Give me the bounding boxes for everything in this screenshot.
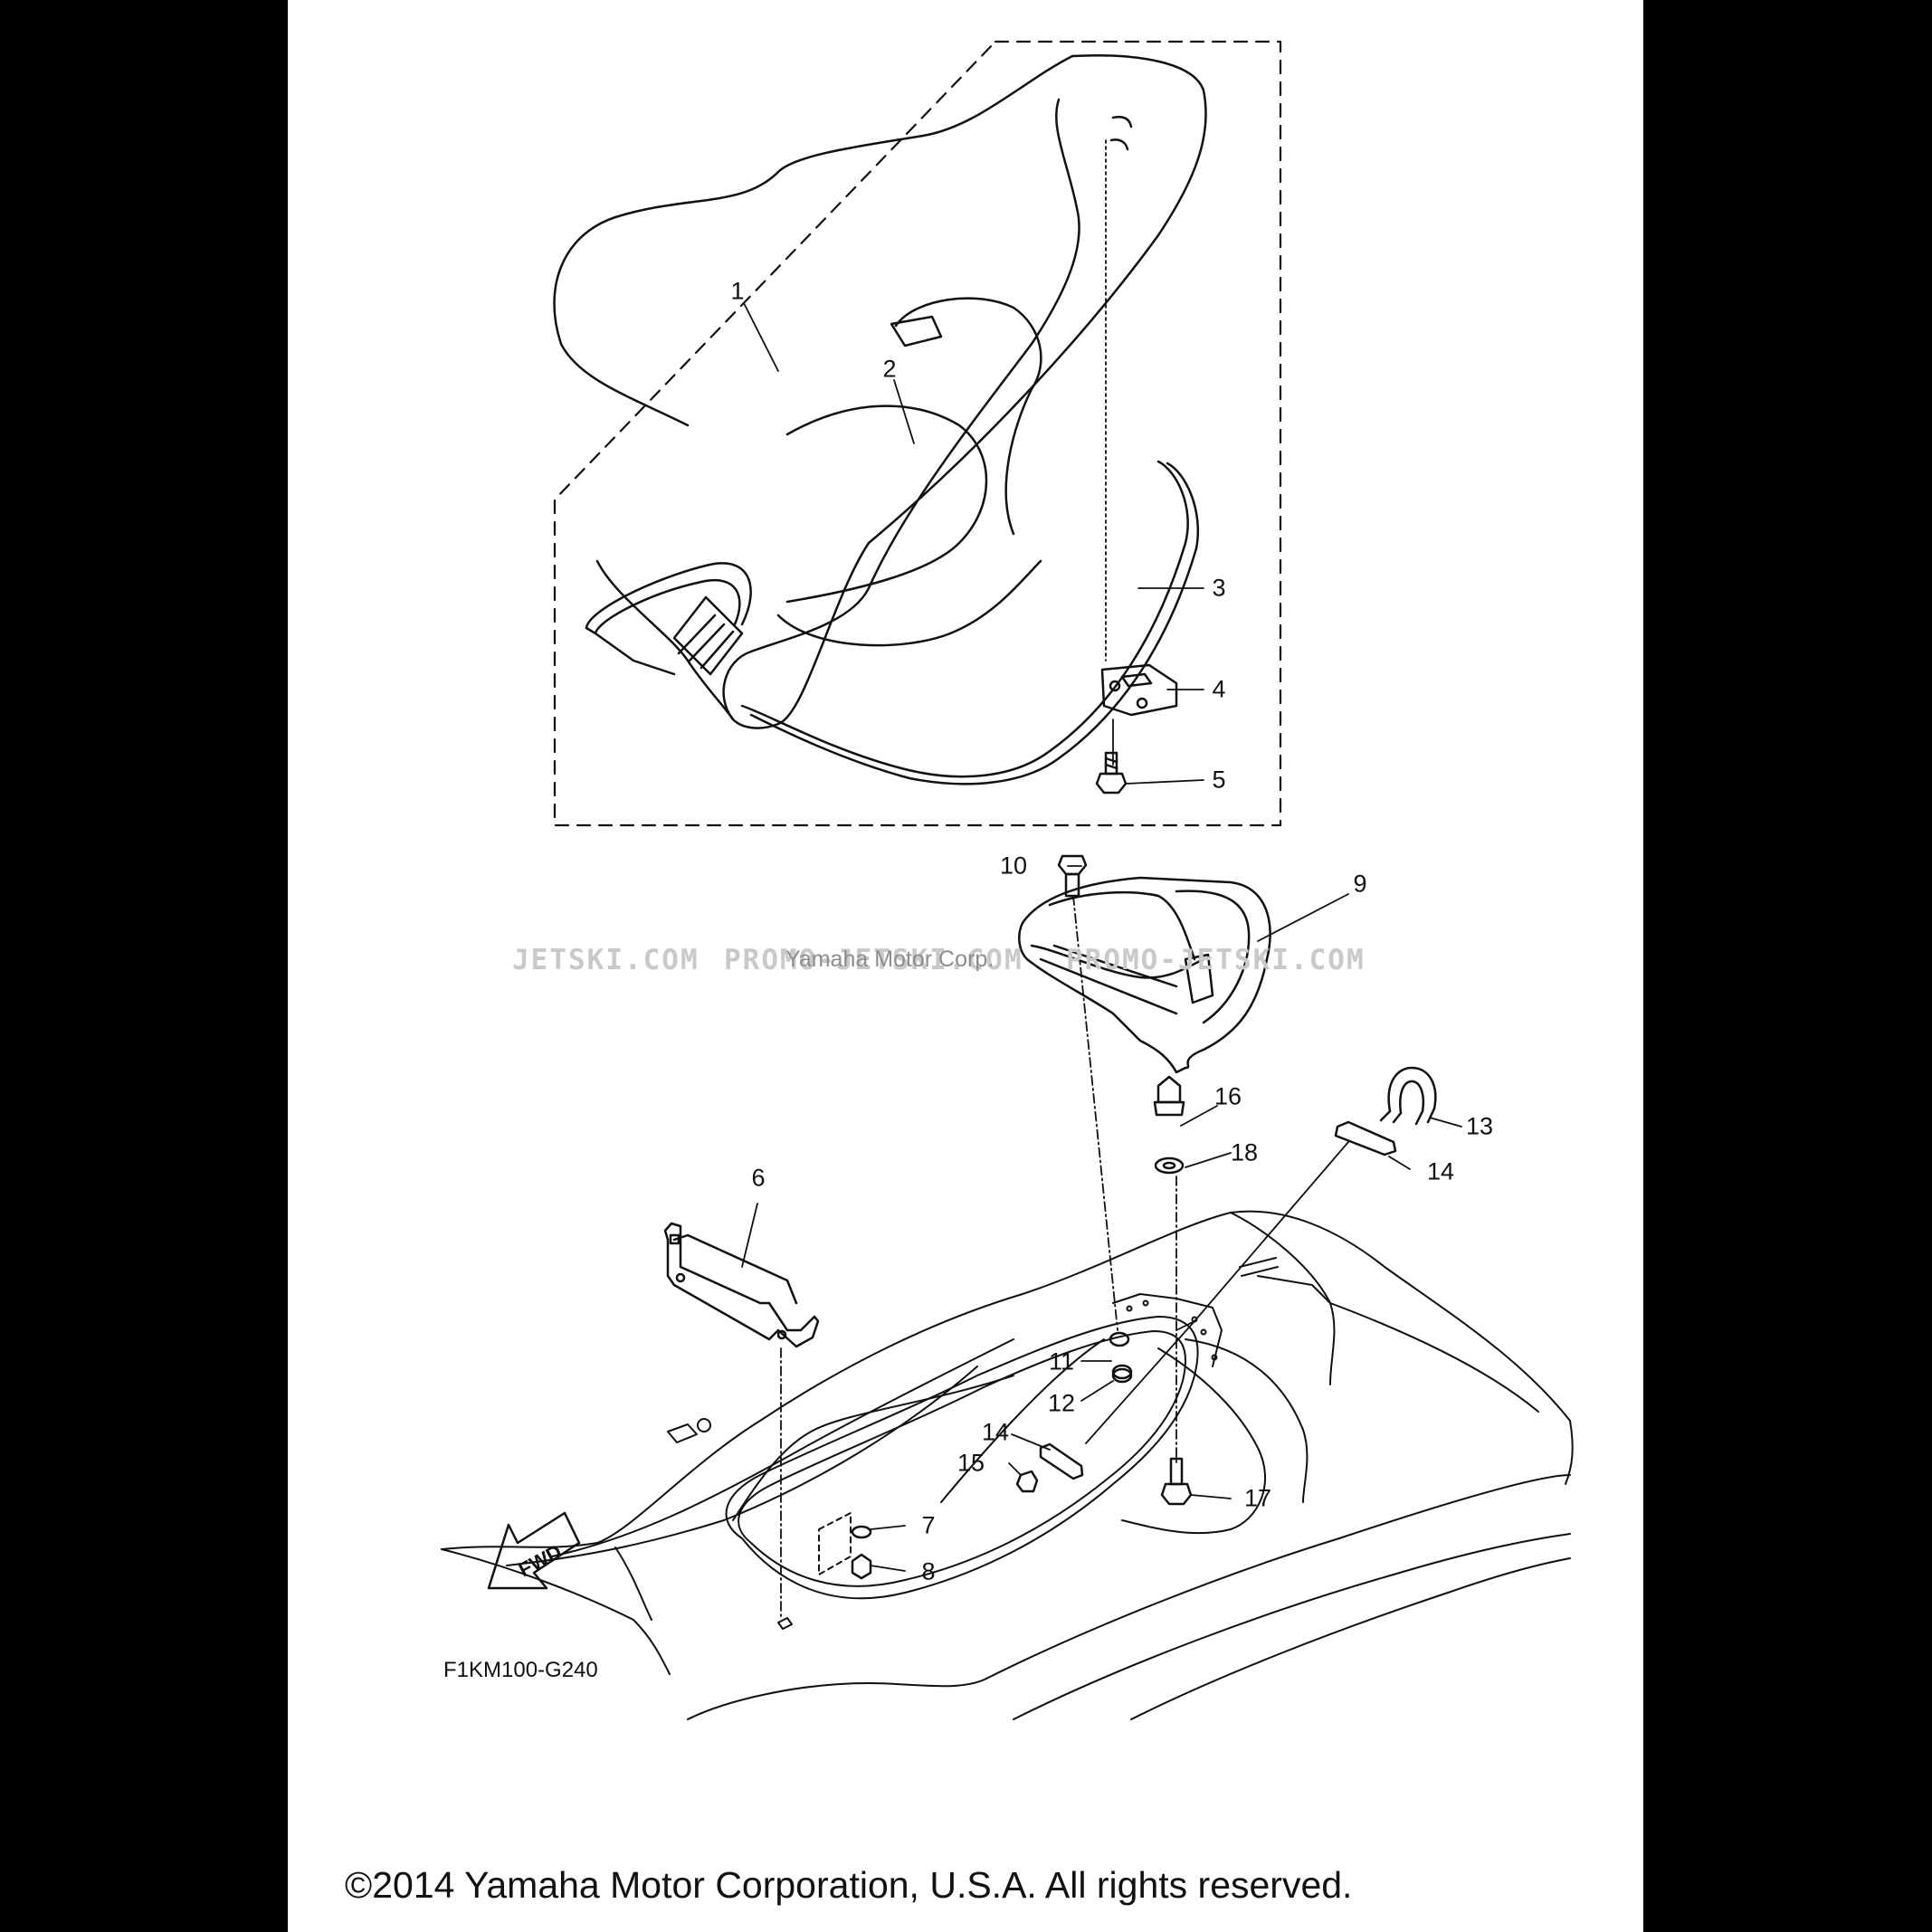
- fwd-arrow-icon: [487, 1511, 581, 1590]
- hull-drawing: [441, 1210, 1574, 1720]
- seat-drawing: [553, 54, 1207, 785]
- watermark-right: PROMO-JETSKI.COM: [1066, 944, 1366, 976]
- watermark-owner: Yamaha Motor Corp.: [785, 947, 995, 972]
- copyright-notice: ©2014 Yamaha Motor Corporation, U.S.A. A…: [345, 1864, 1353, 1906]
- part-14-plate-bottom: [1039, 1442, 1084, 1480]
- part-15-nut: [1015, 1470, 1039, 1493]
- callout-13: 13: [1465, 1112, 1494, 1140]
- callout-8: 8: [921, 1557, 936, 1585]
- seat-assembly-boundary: [553, 40, 1282, 827]
- part-7-grommet: [851, 1525, 872, 1539]
- callout-15: 15: [956, 1449, 985, 1477]
- watermark-center: PROMO-JETSKI.COM: [724, 944, 1023, 976]
- callout-14-bottom: 14: [981, 1418, 1010, 1446]
- part-11-grommet: [1109, 1331, 1130, 1347]
- part-14-plate-top: [1334, 1120, 1397, 1156]
- part-17-bolt: [1160, 1457, 1193, 1506]
- watermark-left: JETSKI.COM: [512, 944, 700, 976]
- callout-17: 17: [1243, 1484, 1272, 1512]
- callout-14-top: 14: [1426, 1157, 1455, 1185]
- part-6-bracket: [663, 1222, 820, 1348]
- callout-12: 12: [1047, 1389, 1076, 1417]
- part-12-collar: [1111, 1364, 1133, 1384]
- part-5-bolt: [1095, 751, 1128, 795]
- part-9-storage-bin: [1018, 876, 1271, 1074]
- callout-7: 7: [921, 1511, 936, 1539]
- callout-16: 16: [1213, 1082, 1242, 1110]
- callout-3: 3: [1212, 574, 1226, 602]
- callout-18: 18: [1230, 1138, 1259, 1166]
- diagram-sheet: [288, 0, 1643, 1932]
- diagram-code: F1KM100-G240: [443, 1658, 598, 1682]
- part-18-washer: [1154, 1156, 1185, 1175]
- leader-lines: [741, 302, 1462, 1572]
- callout-4: 4: [1212, 675, 1226, 703]
- part-16-cap: [1153, 1075, 1185, 1117]
- callout-10: 10: [999, 852, 1028, 880]
- part-4-stay: [1100, 663, 1178, 717]
- callout-1: 1: [730, 277, 745, 305]
- callout-9: 9: [1353, 870, 1367, 898]
- callout-5: 5: [1212, 766, 1226, 794]
- callout-2: 2: [882, 355, 897, 383]
- callout-6: 6: [751, 1164, 766, 1192]
- part-8-nut: [851, 1553, 872, 1580]
- part-13-u-bolt: [1379, 1066, 1437, 1126]
- callout-11: 11: [1048, 1347, 1075, 1375]
